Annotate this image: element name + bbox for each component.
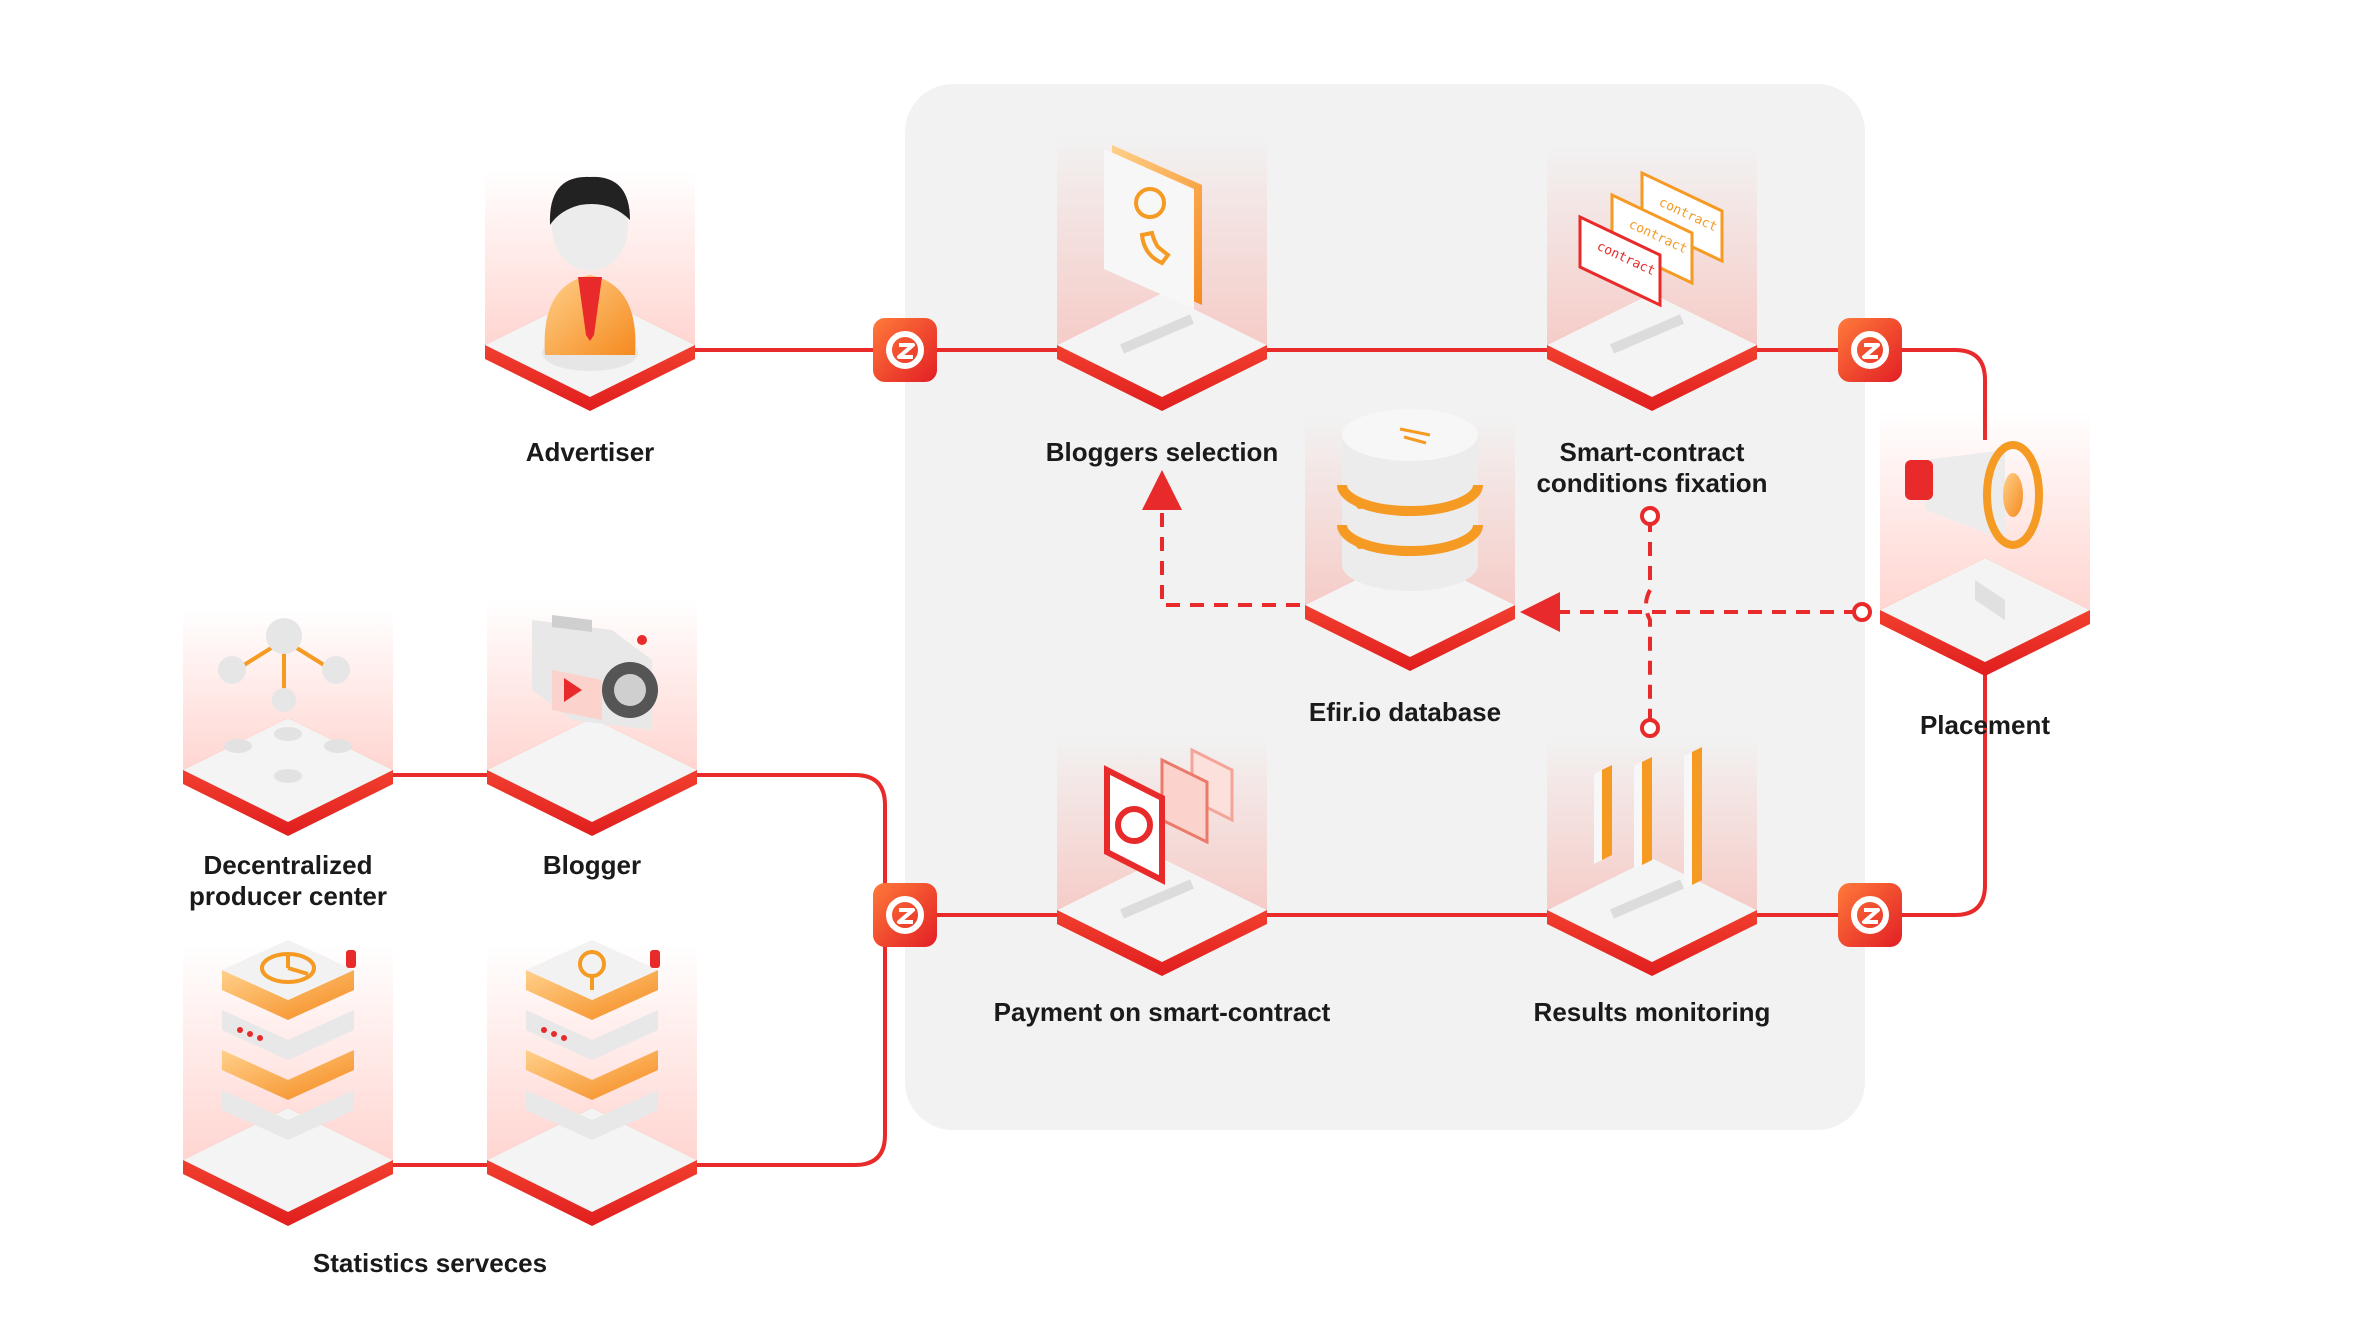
efir-logo-icon [873, 883, 937, 947]
server-pie-chart-icon [222, 940, 356, 1140]
node-database [1305, 409, 1515, 671]
connection-lines [390, 348, 1987, 1167]
database-icon [1337, 409, 1483, 591]
label-database: Efir.io database [1308, 697, 1502, 727]
node-placement [1880, 410, 2090, 676]
label-advertiser: Advertiser [525, 437, 655, 467]
label-blogger: Blogger [542, 850, 642, 880]
efir-logo-icon [1838, 318, 1902, 382]
contact-card-icon [1104, 145, 1202, 354]
node-stats-1 [183, 940, 393, 1226]
label-smart-contract: Smart-contract conditions fixation [1536, 437, 1768, 498]
contract-documents-icon: contract contract contract [1578, 170, 1724, 354]
person-icon [542, 176, 638, 371]
node-stats-2 [487, 940, 697, 1226]
dashed-contract-branch [1644, 518, 1652, 725]
endpoint-monitoring [1640, 718, 1660, 738]
label-bloggers-selection: Bloggers selection [1045, 437, 1279, 467]
node-monitoring [1547, 735, 1757, 976]
label-monitoring: Results monitoring [1533, 997, 1771, 1027]
network-nodes-icon [218, 618, 352, 783]
label-placement: Placement [1919, 710, 2051, 740]
efir-hubs [873, 318, 1902, 947]
label-statistics: Statistics serveces [312, 1248, 548, 1278]
endpoint-contract [1640, 506, 1660, 526]
label-payment: Payment on smart-contract [993, 997, 1331, 1027]
payment-coins-icon [1104, 747, 1234, 919]
flow-endpoints [1640, 506, 1872, 738]
endpoint-placement [1852, 602, 1872, 622]
node-payment [1057, 735, 1267, 976]
node-advertiser [485, 170, 695, 411]
server-search-icon [526, 940, 660, 1140]
node-bloggers-selection [1057, 135, 1267, 411]
line-hub-to-placement [1895, 348, 1987, 440]
megaphone-icon [1905, 441, 2043, 620]
line-blogger-to-bus [692, 773, 887, 1167]
node-producer-center [183, 610, 393, 836]
video-camera-icon [532, 615, 658, 730]
label-producer-center: Decentralized producer center [189, 850, 387, 911]
efir-logo-icon [1838, 883, 1902, 947]
line-placement-to-hub [1895, 665, 1987, 917]
node-smart-contract: contract contract contract [1547, 145, 1757, 411]
bar-chart-icon [1594, 747, 1702, 919]
efir-logo-icon [873, 318, 937, 382]
dashed-flow-lines [1142, 470, 1858, 725]
node-blogger [487, 600, 697, 836]
